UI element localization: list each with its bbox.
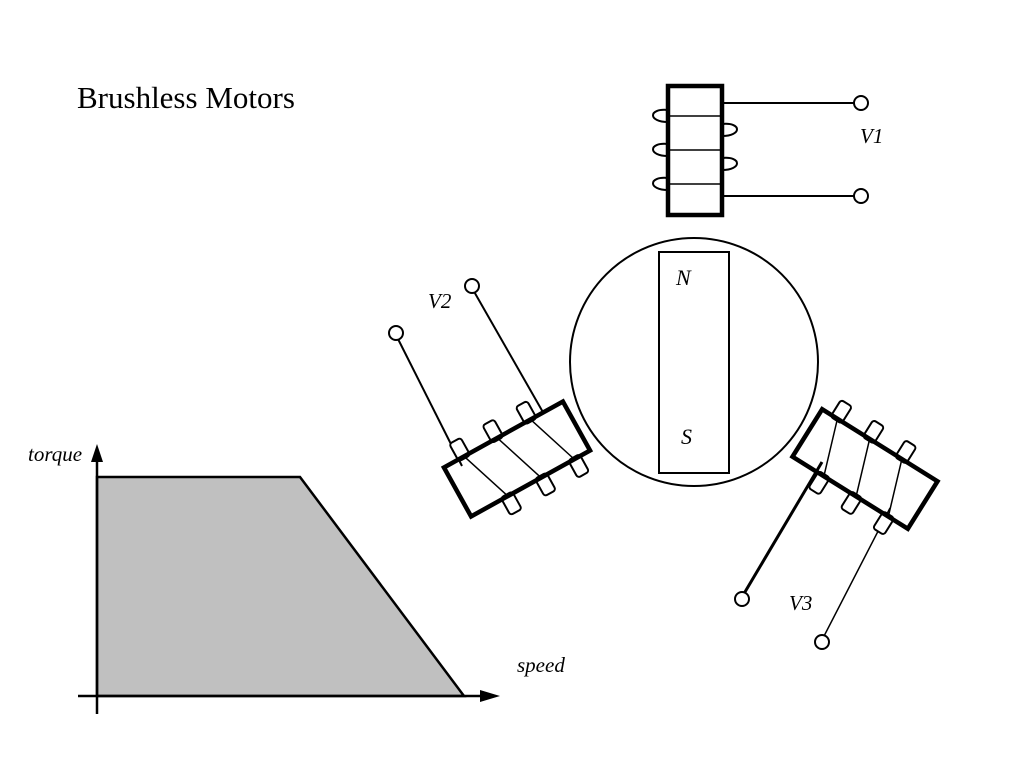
rotor: N S (569, 237, 819, 487)
y-axis-label: torque (28, 442, 82, 466)
coil-v2: V2 (388, 278, 594, 520)
v3-terminal-a (734, 591, 750, 607)
y-axis-arrow (91, 444, 103, 462)
v3-coil-core (789, 406, 941, 532)
north-pole-label: N (675, 265, 692, 290)
v1-terminal-a (853, 95, 869, 111)
rotor-housing (569, 237, 819, 487)
v2-coil-core (440, 398, 594, 520)
rotor-magnet (658, 251, 730, 474)
v3-terminal-b (814, 634, 830, 650)
x-axis-label: speed (517, 653, 565, 677)
v2-terminal-b (464, 278, 480, 294)
torque-speed-graph: torque speed (28, 442, 565, 714)
x-axis-arrow (480, 690, 500, 702)
v2-label: V2 (428, 289, 452, 313)
south-pole-label: S (681, 424, 692, 449)
coil-v1: V1 (652, 83, 883, 218)
v1-terminal-b (853, 188, 869, 204)
operating-region (95, 475, 467, 698)
v1-label: V1 (860, 124, 883, 148)
v2-terminal-a (388, 325, 404, 341)
v3-label: V3 (789, 591, 812, 615)
page-title: Brushless Motors (77, 80, 295, 115)
coil-v3: V3 (734, 399, 941, 650)
